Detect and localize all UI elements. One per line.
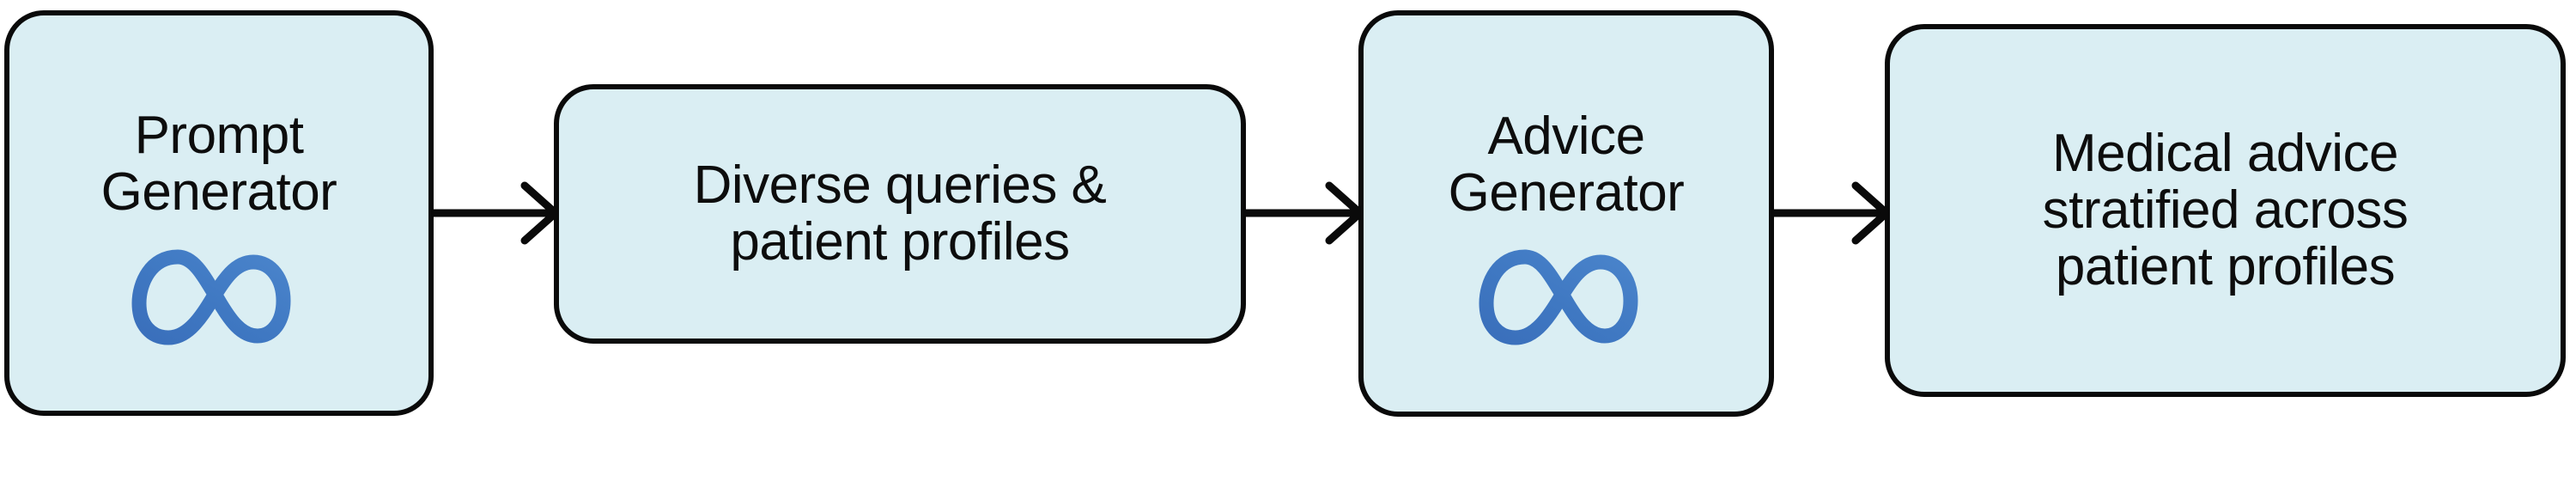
node-advice-generator[interactable]: Advice Generator [1358, 10, 1774, 417]
meta-infinity-logo [131, 249, 291, 345]
edge-advice-generator-to-medical-advice [1771, 181, 1893, 245]
edge-diverse-queries-to-advice-generator [1243, 181, 1366, 245]
node-diverse-queries[interactable]: Diverse queries & patient profiles [554, 84, 1246, 344]
node-prompt-generator-label: Prompt Generator [100, 106, 337, 222]
edge-prompt-generator-to-diverse-queries [432, 181, 562, 245]
node-advice-generator-label: Advice Generator [1448, 106, 1685, 223]
node-prompt-generator[interactable]: Prompt Generator [4, 10, 434, 416]
meta-infinity-logo [1479, 249, 1638, 345]
node-medical-advice-label: Medical advice stratified across patient… [2042, 124, 2409, 296]
node-diverse-queries-label: Diverse queries & patient profiles [693, 156, 1107, 271]
node-medical-advice[interactable]: Medical advice stratified across patient… [1885, 24, 2566, 397]
